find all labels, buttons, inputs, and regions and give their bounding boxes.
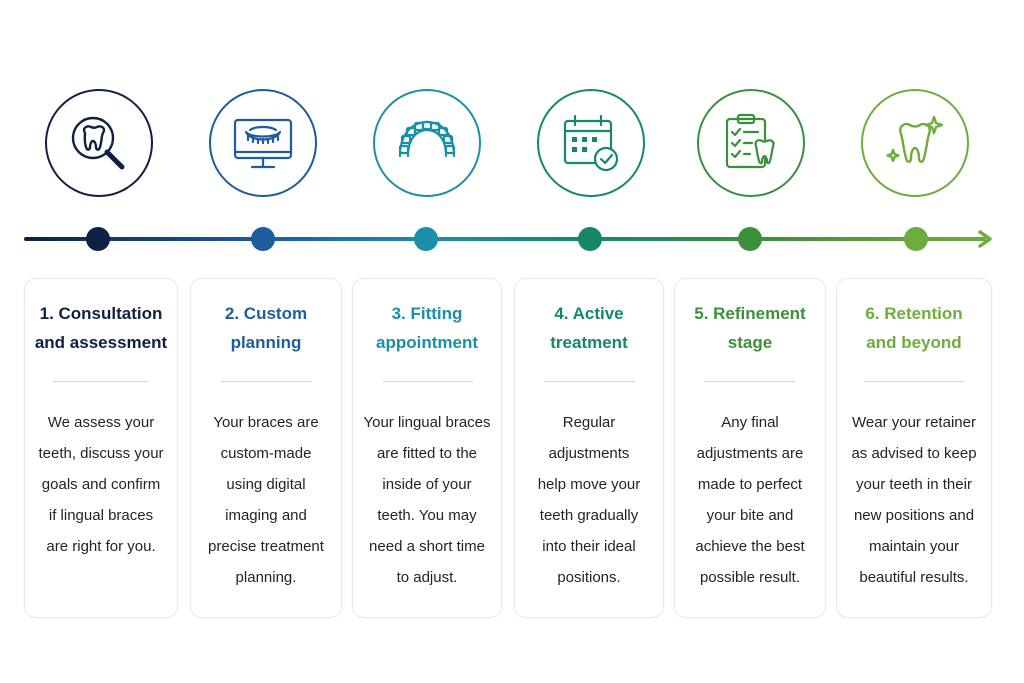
timeline-dot-3 [414,227,438,251]
step-1-description-line: if lingual braces [48,507,154,524]
step-4-description-line: Regular [562,414,616,431]
progress-timeline [24,227,992,251]
step-5-description-line: Any final [721,414,779,431]
monitor-scan-icon [233,118,293,169]
step-1-description-line: are right for you. [46,538,156,555]
step-2-description-line: using digital [226,476,306,493]
step-5-description-line: possible result. [699,569,801,586]
step-6-description-line: your teeth in their [856,476,972,493]
step-6-description-line: as advised to keep [851,445,977,462]
step-4-divider [545,381,635,382]
step-4-description-line: positions. [557,569,621,586]
step-6-divider [865,381,965,382]
step-4-description-line: adjustments [548,445,630,462]
step-4-title-line-2: treatment [550,333,628,352]
step-3-description: Your lingual braces are fitted to the in… [361,407,493,593]
step-card-4: 4. Active treatment Regular adjustments … [514,278,664,618]
step-3-description-line: inside of your [382,476,472,493]
calendar-check-icon [563,114,619,172]
step-5-title-line-2: stage [727,333,773,352]
timeline-dot-5 [738,227,762,251]
step-3-divider [383,381,473,382]
step-card-2: 2. Custom planning Your braces are custo… [190,278,342,618]
step-6-description-line: beautiful results. [859,569,969,586]
timeline-dot-6 [904,227,928,251]
step-3-description-line: Your lingual braces [363,414,491,431]
timeline-arrowhead [978,230,992,248]
step-card-1: 1. Consultation and assessment We assess… [24,278,178,618]
step-2-description: Your braces are custom-made using digita… [199,407,333,593]
step-4-icon-circle [537,89,645,197]
step-2-description-line: planning. [235,569,297,586]
timeline-dot-1 [86,227,110,251]
step-2-divider [221,381,311,382]
step-2-description-line: precise treatment [208,538,324,555]
step-card-5: 5. Refinement stage Any final adjustment… [674,278,826,618]
step-2-title: 2. Custom planning [197,299,335,357]
step-3-title: 3. Fitting appointment [359,299,495,357]
step-2-title-line-2: planning [230,333,302,352]
step-1-divider [53,381,149,382]
step-1-title: 1. Consultation and assessment [31,299,171,357]
step-6-title: 6. Retention and beyond [843,299,985,357]
checklist-tooth-icon [725,113,775,169]
step-3-description-line: are fitted to the [376,445,478,462]
step-6-icon-circle [861,89,969,197]
step-5-icon-circle [697,89,805,197]
step-5-description: Any final adjustments are made to perfec… [683,407,817,593]
step-card-3: 3. Fitting appointment Your lingual brac… [352,278,502,618]
step-6-description-line: Wear your retainer [852,414,976,431]
step-2-title-line-1: 2. Custom [224,304,308,323]
step-1-title-line-2: and assessment [34,333,168,352]
step-1-icon-circle [45,89,153,197]
step-3-title-line-2: appointment [376,333,478,352]
step-4-description: Regular adjustments help move your teeth… [523,407,655,593]
step-4-title: 4. Active treatment [521,299,657,357]
step-2-description-line: imaging and [225,507,307,524]
step-1-description-line: We assess your [47,414,155,431]
step-5-title: 5. Refinement stage [681,299,819,357]
step-1-description-line: goals and confirm [41,476,161,493]
step-4-description-line: into their ideal [542,538,636,555]
step-5-description-line: adjustments are [696,445,804,462]
step-1-title-line-1: 1. Consultation [39,304,163,323]
step-6-title-line-2: and beyond [866,333,962,352]
step-2-icon-circle [209,89,317,197]
step-1-description-line: teeth, discuss your [38,445,164,462]
step-4-description-line: help move your [537,476,641,493]
timeline-dot-4 [578,227,602,251]
step-2-description-line: Your braces are [213,414,319,431]
step-6-description-line: maintain your [868,538,960,555]
step-4-title-line-1: 4. Active [554,304,624,323]
step-5-description-line: made to perfect [697,476,803,493]
step-3-title-line-1: 3. Fitting [391,304,463,323]
step-3-description-line: teeth. You may [377,507,477,524]
step-3-description-line: to adjust. [396,569,458,586]
step-6-description-line: new positions and [853,507,975,524]
step-5-divider [705,381,795,382]
sparkling-tooth-icon [886,115,944,163]
step-6-description: Wear your retainer as advised to keep yo… [845,407,983,593]
step-3-icon-circle [373,89,481,197]
step-card-6: 6. Retention and beyond Wear your retain… [836,278,992,618]
tooth-magnifier-icon [71,116,125,170]
step-2-description-line: custom-made [220,445,312,462]
braces-arch-icon [398,120,456,158]
step-5-description-line: your bite and [706,507,794,524]
step-3-description-line: need a short time [369,538,485,555]
step-5-title-line-1: 5. Refinement [694,304,806,323]
step-6-title-line-1: 6. Retention [865,304,963,323]
step-5-description-line: achieve the best [695,538,805,555]
step-4-description-line: teeth gradually [539,507,639,524]
step-1-description: We assess your teeth, discuss your goals… [33,407,169,562]
timeline-dot-2 [251,227,275,251]
